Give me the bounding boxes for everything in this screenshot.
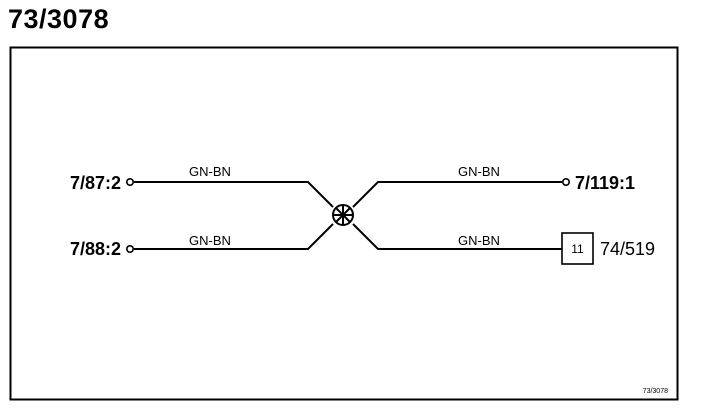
wire-right-top: [352, 181, 562, 208]
diagram-border: [9, 46, 679, 401]
pin-box: [561, 232, 594, 265]
splice-junction-icon: [332, 204, 354, 226]
terminal-circle-icon: [126, 178, 135, 187]
page-title: 73/3078: [8, 4, 110, 34]
wire-right-bottom: [352, 223, 562, 250]
wire-group: [134, 181, 562, 250]
terminal-circle-icon: [561, 178, 570, 187]
connector-right-bottom: 74/519: [600, 239, 655, 259]
terminal-circle-icon: [126, 245, 135, 254]
connector-left-bottom: 7/88:2: [70, 239, 121, 259]
pin-box-number: 11: [571, 242, 584, 256]
wire-label-left-top: GN-BN: [189, 164, 231, 179]
connector-left-top: 7/87:2: [70, 173, 121, 193]
wire-label-right-top: GN-BN: [458, 164, 500, 179]
wire-left-top: [134, 181, 334, 208]
connector-right-top: 7/119:1: [575, 173, 635, 193]
footer-reference: 73/3078: [643, 388, 668, 395]
wire-label-right-bottom: GN-BN: [458, 233, 500, 248]
wire-label-left-bottom: GN-BN: [189, 233, 231, 248]
wire-left-bottom: [134, 223, 334, 250]
